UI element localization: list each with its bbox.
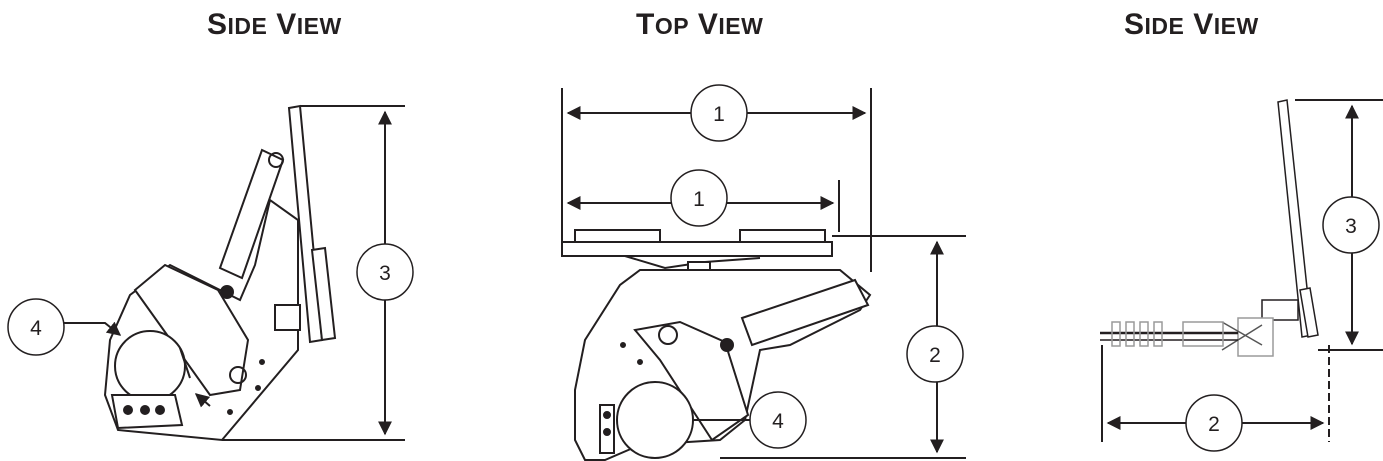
title-top-view: TOP VIEW [636,8,764,41]
svg-text:3: 3 [379,262,391,285]
left-roller-callout: 4 [7,298,211,408]
title-side-view-right: SIDE VIEW [1124,8,1259,41]
svg-text:4: 4 [772,410,784,433]
svg-text:1: 1 [713,103,725,126]
svg-text:1: 1 [693,188,705,211]
left-side-view-drawing [103,104,337,442]
right-side-view-drawing [1100,99,1319,357]
svg-text:3: 3 [1345,215,1357,238]
title-side-view-left: SIDE VIEW [207,8,342,41]
svg-text:4: 4 [30,317,42,340]
top-view-drawing [561,229,872,461]
right-height-callout: 3 [1322,196,1380,254]
top-width-outer-callout: 1 [690,84,748,142]
right-depth-callout: 2 [1185,394,1243,452]
top-roller-callout: 4 [693,391,807,449]
left-height-callout: 3 [356,243,414,301]
svg-text:2: 2 [929,344,941,367]
svg-text:2: 2 [1208,413,1220,436]
top-width-inner-callout: 1 [670,169,728,227]
top-depth-callout: 2 [906,325,964,383]
